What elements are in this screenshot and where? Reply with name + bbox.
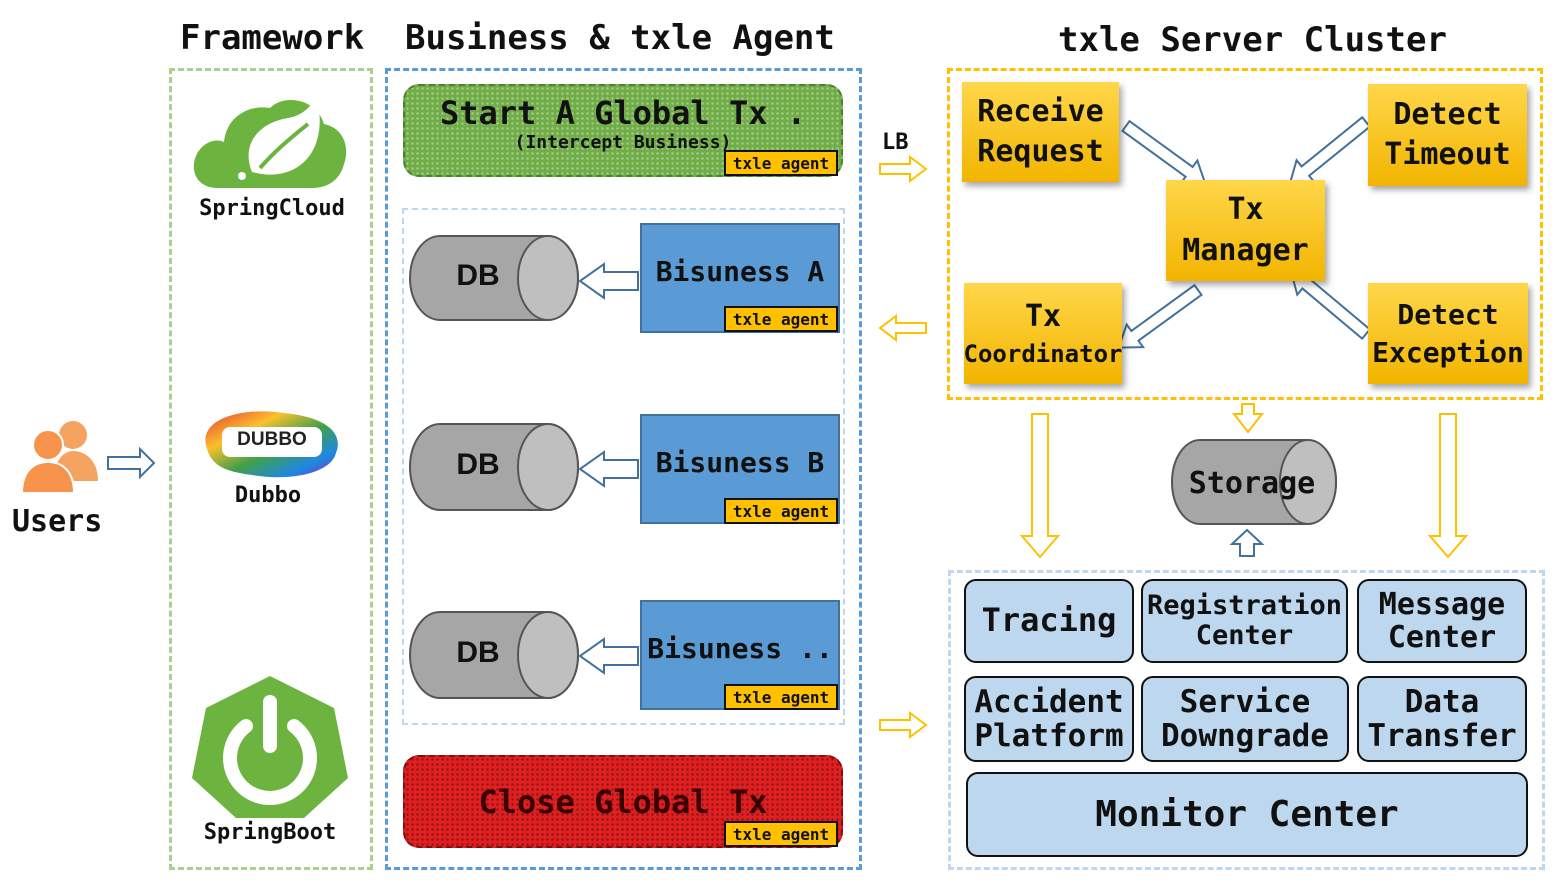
agent-tag-more: txle agent: [724, 684, 838, 710]
detect-exception-box: Detect Exception: [1368, 283, 1528, 384]
business-header: Business & txle Agent: [405, 18, 835, 58]
agent-tag-b: txle agent: [724, 498, 838, 524]
data-line1: Data: [1404, 683, 1480, 720]
arrow-manager-to-coordinator: [1117, 283, 1203, 349]
start-global-tx-subtitle: (Intercept Business): [514, 132, 732, 153]
arrow-monitor-to-storage: [1229, 528, 1265, 557]
registration-line1: Registration: [1146, 590, 1343, 622]
arrow-server-to-monitor-right: [1427, 413, 1469, 559]
users-icon: [18, 415, 100, 495]
springcloud-logo: [190, 88, 350, 193]
storage-cylinder: [1171, 439, 1337, 525]
db-cylinder-b: [409, 423, 579, 511]
service-line1: Service: [1179, 683, 1311, 720]
tx-coordinator-box: Tx Coordinator: [964, 283, 1122, 384]
dubbo-logo-text: DUBBO: [237, 429, 307, 450]
tx-manager-box: Tx Manager: [1166, 180, 1325, 281]
arrow-timeout-to-manager: [1288, 115, 1372, 185]
accident-platform-box: Accident Platform: [964, 676, 1134, 762]
detect-exception-line1: Detect: [1397, 297, 1499, 331]
storage-label: Storage: [1188, 466, 1316, 501]
springboot-label: SpringBoot: [203, 820, 337, 845]
agent-tag-close: txle agent: [724, 821, 838, 847]
monitor-group: [948, 570, 1545, 870]
accident-line1: Accident: [974, 683, 1124, 720]
receive-request-line1: Receive: [977, 93, 1104, 129]
business-column: [385, 68, 862, 870]
tx-manager-line1: Tx: [1227, 192, 1264, 227]
arrow-users-to-framework: [107, 446, 156, 480]
monitor-center-box: Monitor Center: [966, 772, 1528, 857]
dubbo-logo: DUBBO: [196, 405, 342, 481]
business-services-group: [402, 208, 845, 725]
arrow-server-to-business: [878, 314, 927, 342]
dubbo-label: Dubbo: [234, 483, 302, 508]
server-cluster: [947, 68, 1543, 400]
arrow-business-more-to-db: [578, 637, 639, 675]
tracing-label: Tracing: [981, 601, 1117, 640]
agent-tag-a: txle agent: [724, 306, 838, 332]
arrow-server-to-storage: [1231, 403, 1265, 434]
tx-coordinator-line2: Coordinator: [963, 339, 1123, 368]
detect-timeout-line1: Detect: [1393, 96, 1502, 132]
db-label-a: DB: [456, 259, 500, 292]
arrow-business-to-monitor: [879, 711, 928, 739]
detect-timeout-box: Detect Timeout: [1368, 84, 1527, 186]
tx-coordinator-line1: Tx: [1024, 299, 1062, 335]
agent-tag-start: txle agent: [724, 150, 838, 176]
arrow-lb-to-server: [879, 155, 928, 183]
registration-line2: Center: [1195, 620, 1294, 651]
arrow-server-to-monitor-left: [1019, 413, 1061, 559]
db-cylinder-more: [409, 611, 579, 699]
framework-column: [169, 68, 373, 870]
springcloud-label: SpringCloud: [199, 196, 345, 221]
lb-label: LB: [882, 130, 909, 155]
service-line2: Downgrade: [1161, 718, 1329, 754]
message-line1: Message: [1378, 587, 1506, 622]
message-line2: Center: [1387, 620, 1497, 655]
users-label: Users: [12, 504, 103, 539]
tx-manager-line2: Manager: [1182, 232, 1309, 268]
server-header: txle Server Cluster: [1058, 20, 1447, 60]
start-global-tx-title: Start A Global Tx .: [439, 94, 807, 132]
receive-request-box: Receive Request: [962, 82, 1119, 182]
arrow-business-a-to-db: [578, 262, 639, 300]
detect-exception-line2: Exception: [1372, 335, 1524, 369]
data-line2: Transfer: [1367, 718, 1517, 754]
arrow-business-b-to-db: [578, 450, 639, 488]
registration-center-box: Registration Center: [1141, 579, 1348, 663]
receive-request-line2: Request: [977, 134, 1104, 169]
springboot-logo: [192, 674, 348, 820]
accident-line2: Platform: [974, 718, 1124, 754]
db-label-b: DB: [456, 448, 500, 481]
framework-header: Framework: [180, 18, 365, 58]
monitor-center-label: Monitor Center: [1095, 793, 1399, 835]
db-cylinder-a: [409, 235, 579, 321]
message-center-box: Message Center: [1357, 579, 1527, 663]
detect-timeout-line2: Timeout: [1384, 137, 1511, 172]
db-label-more: DB: [456, 636, 500, 669]
tracing-box: Tracing: [964, 579, 1134, 663]
data-transfer-box: Data Transfer: [1357, 676, 1527, 762]
service-downgrade-box: Service Downgrade: [1141, 676, 1349, 762]
close-global-tx-title: Close Global Tx: [478, 782, 768, 821]
